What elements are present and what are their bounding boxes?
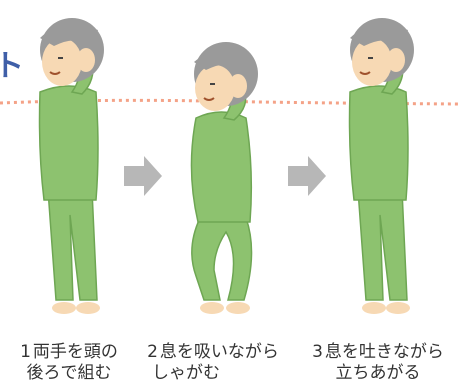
step-text-line1: 息を吸いながら	[159, 342, 279, 362]
step-number: 1	[20, 342, 31, 362]
right-arrow-icon	[124, 156, 162, 196]
step-text-line2: しゃがむ	[152, 363, 220, 383]
step-text-line1: 両手を頭の	[32, 342, 118, 362]
step-text-line2: 立ちあがる	[335, 363, 421, 383]
heading-fragment: ト	[0, 49, 24, 84]
figure-standing-1	[38, 18, 104, 314]
step-text-line1: 息を吐きながら	[324, 342, 444, 362]
right-arrow-icon	[288, 156, 326, 196]
step-number: 3	[312, 342, 323, 362]
step-number: 2	[147, 342, 158, 362]
step-text-line2: 後ろで組む	[26, 363, 112, 383]
figure-standing-3	[348, 18, 414, 314]
figure-squatting-2	[190, 42, 258, 314]
